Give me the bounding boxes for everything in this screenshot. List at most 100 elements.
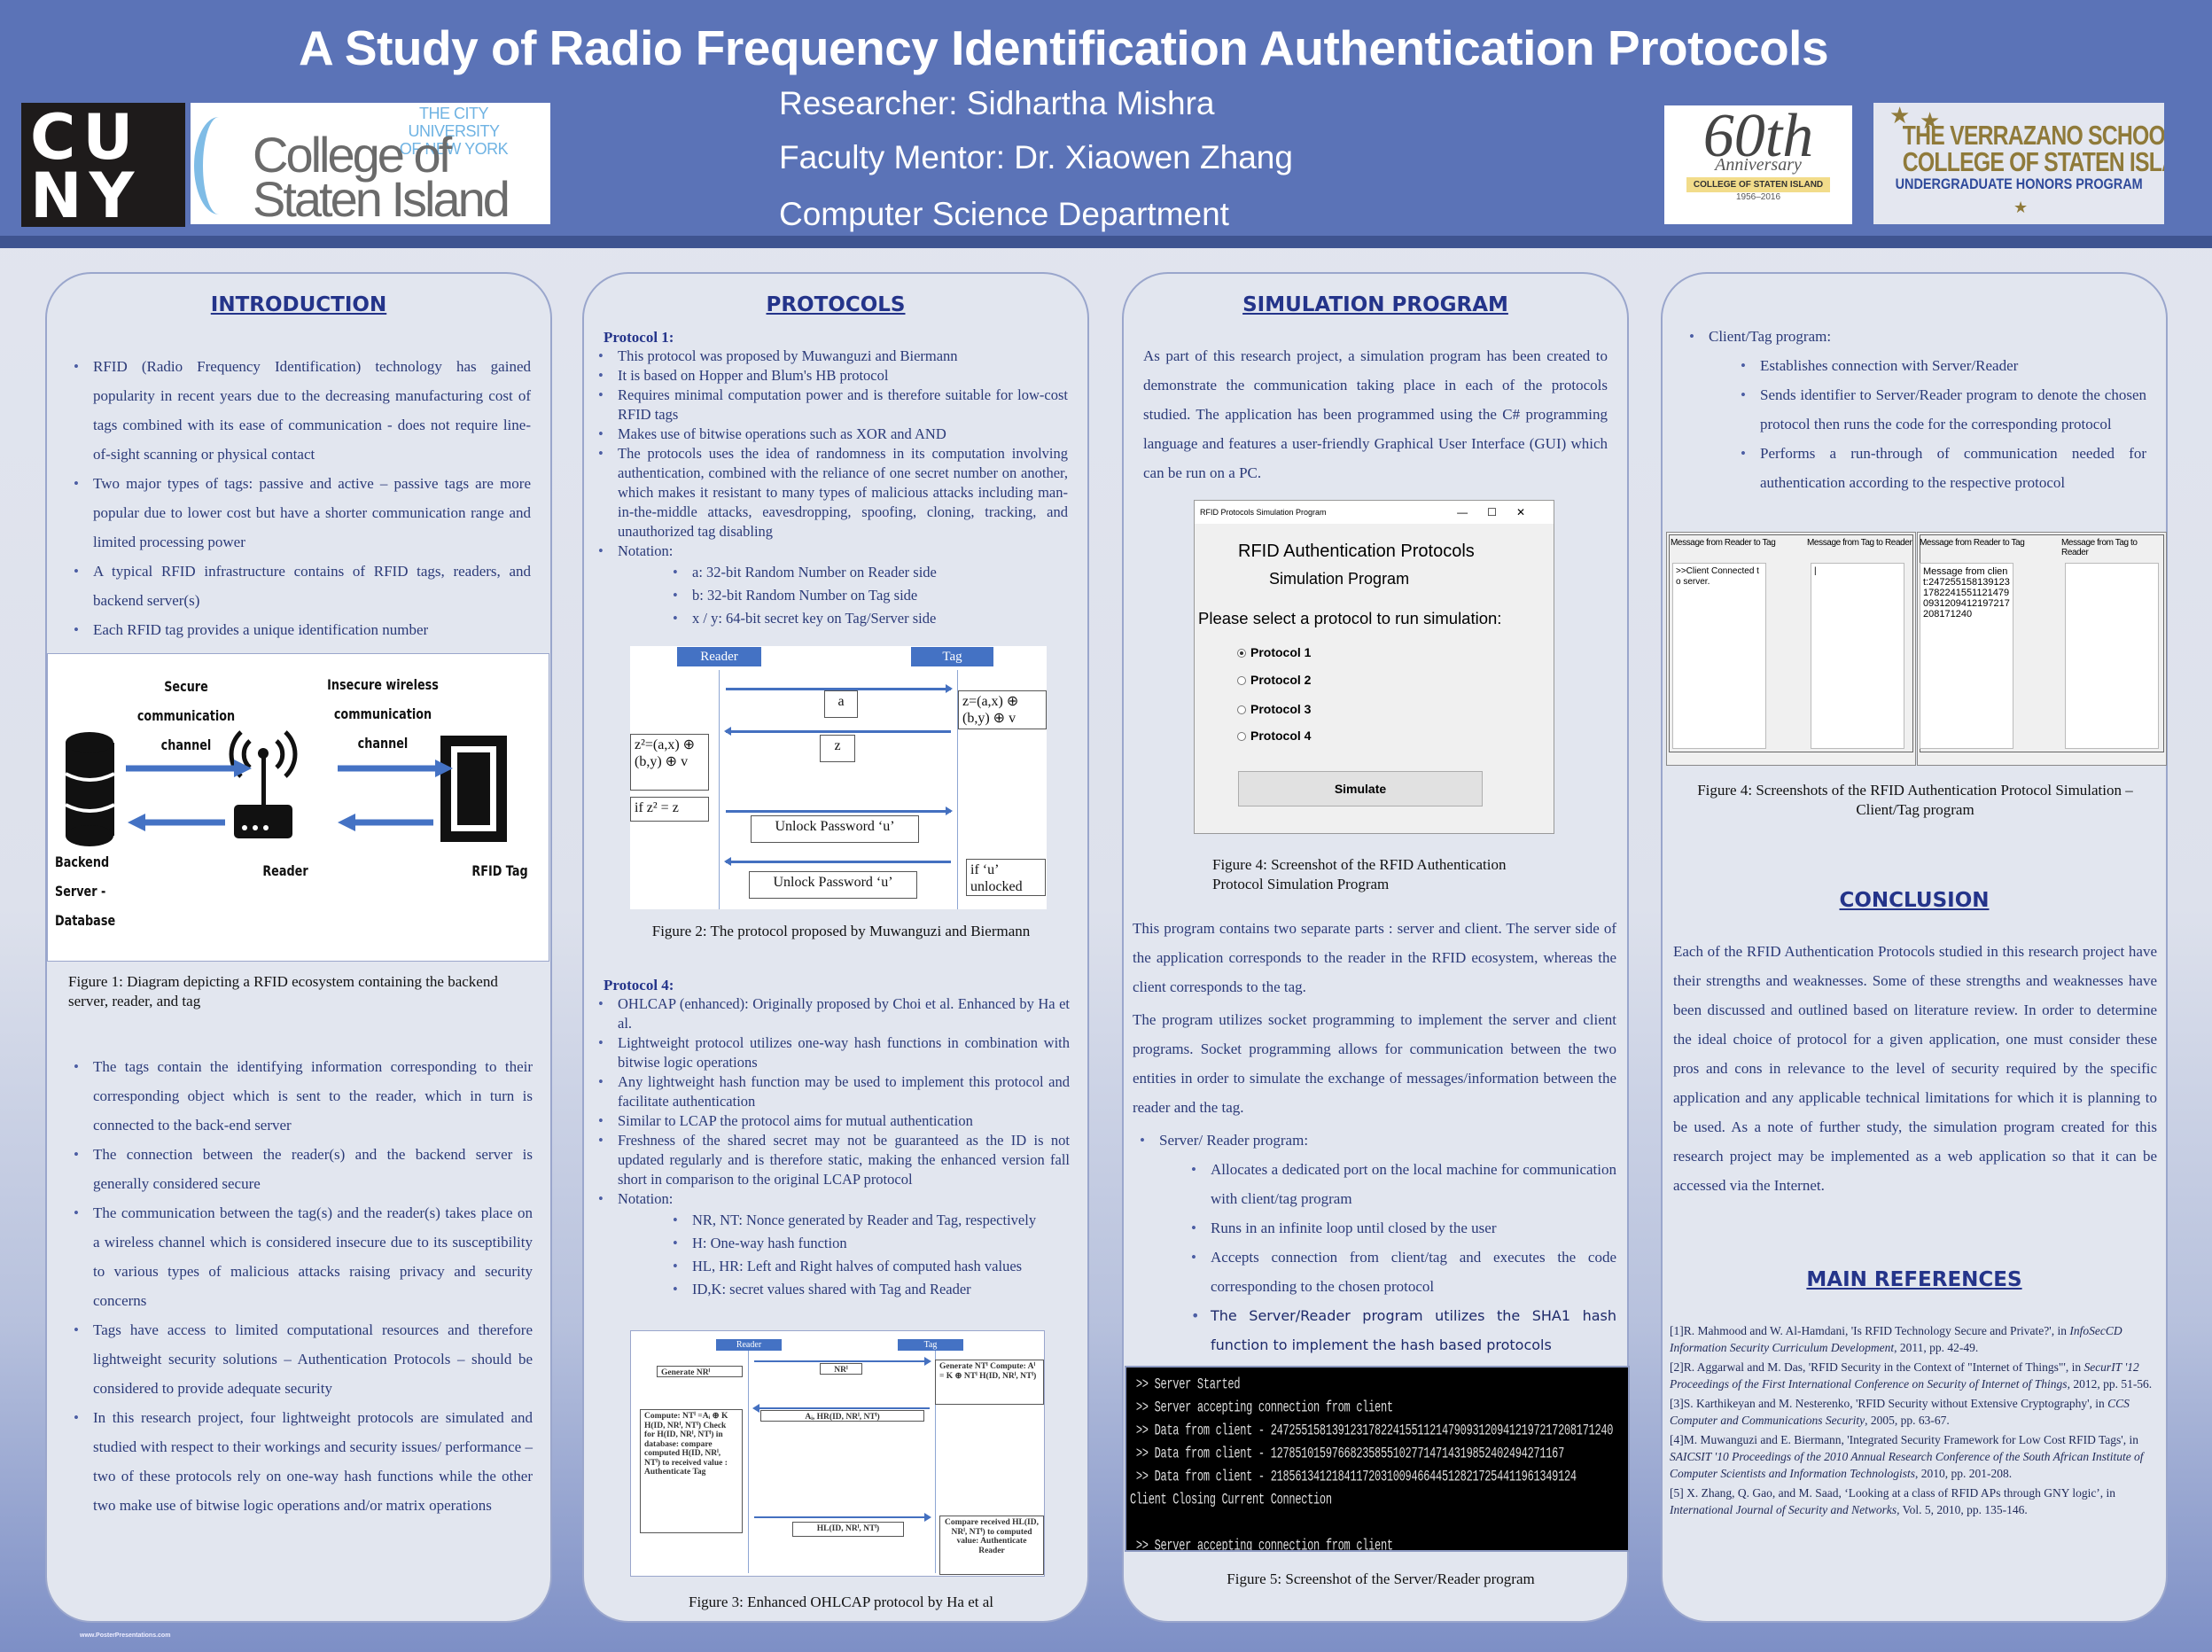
reader-lifeline [719,670,720,909]
client-conclusion-panel: Client/Tag program: Establishes connecti… [1661,272,2168,1623]
r2t-textbox[interactable]: >>Client Connected to server. [1672,563,1766,749]
header-divider [0,236,2212,248]
reference-item: [5] X. Zhang, Q. Gao, and M. Saad, ‘Look… [1670,1484,2157,1518]
protocol-1-title: Protocol 1: [604,329,674,346]
reference-post: , 2011, pp. 42-49. [1894,1341,1979,1354]
arrow-tag-to-reader [724,727,951,736]
list-item: It is based on Hopper and Blum's HB prot… [591,366,1068,386]
reference-post: Vol. 5, 2010, pp. 135-146. [1899,1503,2028,1516]
list-item: a: 32-bit Random Number on Reader side [666,561,1068,584]
message-nr: NRⁱ [820,1363,862,1375]
console-line: >> Server accepting connection from clie… [1130,1536,1393,1552]
list-item: Runs in an infinite loop until closed by… [1184,1213,1616,1243]
t2r-textbox[interactable]: | [1811,563,1904,749]
server-console: >> Server Started >> Server accepting co… [1125,1366,1630,1552]
figure-1-rfid-diagram: Secure communication channel Insecure wi… [47,653,549,962]
protocol-4-notation: NR, NT: Nonce generated by Reader and Ta… [666,1209,1070,1301]
list-item: NR, NT: Nonce generated by Reader and Ta… [666,1209,1070,1232]
list-item: RFID (Radio Frequency Identification) te… [66,352,531,469]
list-item: A typical RFID infrastructure contains o… [66,557,531,615]
list-item: Tags have access to limited computationa… [66,1315,533,1403]
maximize-button[interactable]: ☐ [1487,506,1516,518]
simulate-button[interactable]: Simulate [1238,771,1483,807]
tag-header: Tag [898,1339,963,1351]
list-item: Two major types of tags: passive and act… [66,469,531,557]
reference-ital: CCS Computer and Communications Security [1670,1397,2130,1427]
tag-unlocked: if ‘u’ unlocked [966,859,1046,896]
list-item: Lightweight protocol utilizes one-way ha… [591,1033,1070,1072]
generate-nr: Generate NRⁱ [657,1366,743,1377]
footer-credit: www.PosterPresentations.com [80,1633,171,1639]
reader-header: Reader [716,1339,782,1351]
figure-4-client-caption: Figure 4: Screenshots of the RFID Authen… [1697,782,2133,818]
console-line: >> Data from client - 127851015976682358… [1130,1444,1564,1463]
protocol-1-notation: a: 32-bit Random Number on Reader sideb:… [666,561,1068,630]
tag-lifeline [935,1351,936,1573]
server-reader-item: Server/ Reader program: [1133,1126,1616,1155]
references-heading: MAIN REFERENCES [1806,1268,2022,1291]
list-item: b: 32-bit Random Number on Tag side [666,584,1068,607]
console-line: Client Closing Current Connection [1130,1490,1332,1509]
list-item: Sends identifier to Server/Reader progra… [1733,380,2146,439]
conclusion-heading: CONCLUSION [1839,889,1990,912]
protocol-1-radio[interactable]: Protocol 1 [1237,645,1311,659]
conclusion-text: Each of the RFID Authentication Protocol… [1673,943,2157,1194]
window-heading-1: RFID Authentication Protocols [1238,542,1475,561]
message-a: a [824,690,858,718]
protocols-heading: PROTOCOLS [766,293,906,316]
reference-item: [4]M. Muwanguzi and E. Biermann, 'Integr… [1670,1431,2157,1482]
faculty-mentor: Faculty Mentor: Dr. Xiaowen Zhang [779,139,1293,175]
r2t-textbox[interactable]: Message from client:24725515813912317822… [1920,563,2013,749]
t2r-textbox[interactable] [2065,563,2159,749]
reader-icon [229,730,298,838]
tag-compute: Generate NTⁱ Compute: Aⁱ = K ⊕ NTⁱ H(ID,… [935,1360,1044,1405]
poster-title: A Study of Radio Frequency Identificatio… [298,20,1829,75]
list-item: Freshness of the shared secret may not b… [591,1131,1070,1189]
minimize-button[interactable]: — [1457,506,1488,518]
reference-item: [2]R. Aggarwal and M. Das, 'RFID Securit… [1670,1359,2157,1392]
insecure-channel-arrows [338,760,453,831]
protocol-2-radio[interactable]: Protocol 2 [1237,673,1311,687]
database-icon [65,732,115,846]
secure-channel-label: Secure communication channel [136,678,236,753]
t2r-label: Message from Tag to Reader [1807,538,1912,548]
tag-lifeline [957,670,958,909]
reference-pre: [4]M. Muwanguzi and E. Biermann, 'Integr… [1670,1433,2138,1446]
message-z: z [820,735,855,762]
reference-item: [1]R. Mahmood and W. Al-Hamdani, 'Is RFI… [1670,1322,2157,1356]
reference-pre: [3]S. Karthikeyan and M. Nesterenko, 'RF… [1670,1397,2108,1410]
protocols-panel: PROTOCOLS Protocol 1: This protocol was … [582,272,1089,1623]
figure-4-caption: Figure 4: Screenshot of the RFID Authent… [1212,856,1507,892]
figure-2-protocol-diagram: Reader Tag a z=(a,x) ⊕ (b,y) ⊕ v z z²=(a… [630,646,1047,909]
reference-pre: [2]R. Aggarwal and M. Das, 'RFID Securit… [1670,1360,2084,1374]
simulation-program-window: RFID Protocols Simulation Program —☐✕ RF… [1194,500,1554,834]
protocol-3-radio[interactable]: Protocol 3 [1237,702,1311,716]
arrow-tag-to-reader-2 [724,857,951,866]
protocol-4-radio[interactable]: Protocol 4 [1237,729,1311,743]
tag-label: RFID Tag [471,862,528,879]
secure-channel-arrows [126,760,252,831]
list-item: Performs a run-through of communication … [1733,439,2146,497]
reference-post: , 2012, pp. 51-56. [2067,1377,2153,1391]
close-button[interactable]: ✕ [1515,506,1545,518]
list-item: OHLCAP (enhanced): Originally proposed b… [591,994,1070,1033]
console-line: >> Server Started [1130,1375,1241,1394]
list-item: Any lightweight hash function may be use… [591,1072,1070,1111]
tag-compare: Compare received HL(ID, NRⁱ, NTⁱ) to com… [939,1516,1044,1575]
protocol-4-list: OHLCAP (enhanced): Originally proposed b… [591,994,1070,1209]
simulation-heading: SIMULATION PROGRAM [1242,293,1508,316]
list-item: Requires minimal computation power and i… [591,386,1068,425]
list-item: Each RFID tag provides a unique identifi… [66,615,531,644]
list-item: ID,K: secret values shared with Tag and … [666,1278,1070,1301]
references-list: [1]R. Mahmood and W. Al-Hamdani, 'Is RFI… [1670,1322,2157,1521]
list-item: x / y: 64-bit secret key on Tag/Server s… [666,607,1068,630]
backend-label: Backend Server - Database [55,853,116,929]
tag-compute-z: z=(a,x) ⊕ (b,y) ⊕ v [958,690,1047,729]
reader-compute-z2: z²=(a,x) ⊕ (b,y) ⊕ v [630,734,709,791]
client-screenshot-1: Message from Reader to Tag Message from … [1666,532,1916,766]
protocol-4-title: Protocol 4: [604,977,674,994]
list-item: Notation: [591,542,1068,561]
client-list: Establishes connection with Server/Reade… [1733,351,2146,497]
reader-compute: Compute: NTⁱ =Aᵢ ⊕ K H(ID, NRⁱ, NTⁱ) Che… [640,1409,743,1533]
